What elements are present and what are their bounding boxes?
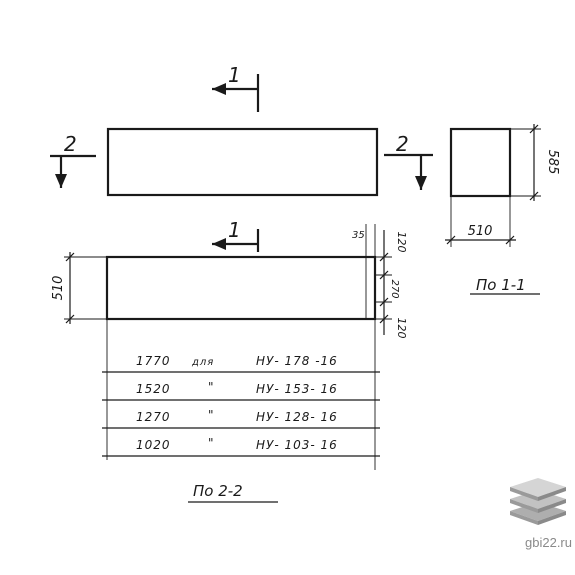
dim-120-top: 120 bbox=[395, 232, 408, 253]
section-2-2-view: 1 510 35 120 270 120 1770 для НУ- 178 -1… bbox=[51, 218, 408, 503]
section-2-2-title: По 2-2 bbox=[193, 482, 243, 500]
row-note: " bbox=[208, 408, 215, 422]
row-mark: НУ- 153- 16 bbox=[256, 382, 338, 396]
section-mark-2-right: 2 bbox=[384, 132, 433, 190]
section-1-1-outline bbox=[449, 127, 512, 198]
cut-label-2-right: 2 bbox=[396, 132, 409, 156]
length-row-3: 1270 " НУ- 128- 16 bbox=[102, 408, 380, 429]
row-mark: НУ- 128- 16 bbox=[256, 410, 338, 424]
dim-height-585: 585 bbox=[545, 150, 560, 175]
section-1-1-view: 585 510 По 1-1 bbox=[445, 124, 560, 295]
dim-35: 35 bbox=[352, 230, 365, 241]
section-2-2-outline bbox=[105, 255, 377, 321]
dim-270: 270 bbox=[389, 279, 400, 298]
plan-outline bbox=[106, 127, 379, 197]
row-length: 1270 bbox=[136, 410, 171, 424]
length-row-4: 1020 " НУ- 103- 16 bbox=[102, 436, 380, 457]
dim-120-bottom: 120 bbox=[395, 318, 408, 339]
dim-height-510: 510 bbox=[51, 276, 66, 301]
cut-label-2-left: 2 bbox=[64, 132, 77, 156]
row-note: " bbox=[208, 436, 215, 450]
section-1-1-title: По 1-1 bbox=[476, 276, 526, 294]
length-row-1: 1770 для НУ- 178 -16 bbox=[102, 354, 380, 373]
section-mark-1-top: 1 bbox=[212, 63, 260, 112]
stacked-slabs-icon bbox=[510, 478, 566, 525]
cut-label-1-top: 1 bbox=[228, 63, 241, 87]
cut-label-1-middle: 1 bbox=[228, 218, 241, 242]
length-row-2: 1520 " НУ- 153- 16 bbox=[102, 380, 380, 401]
row-length: 1520 bbox=[136, 382, 171, 396]
row-note: для bbox=[191, 357, 214, 368]
plan-view: 1 2 2 bbox=[50, 63, 433, 197]
site-watermark: gbi22.ru bbox=[525, 535, 572, 550]
dim-width-510: 510 bbox=[468, 224, 493, 239]
row-length: 1020 bbox=[136, 438, 171, 452]
row-length: 1770 bbox=[136, 354, 171, 368]
section-mark-1-middle: 1 bbox=[212, 218, 260, 252]
row-mark: НУ- 103- 16 bbox=[256, 438, 338, 452]
row-mark: НУ- 178 -16 bbox=[256, 354, 338, 368]
row-note: " bbox=[208, 380, 215, 394]
section-mark-2-left: 2 bbox=[50, 132, 96, 188]
